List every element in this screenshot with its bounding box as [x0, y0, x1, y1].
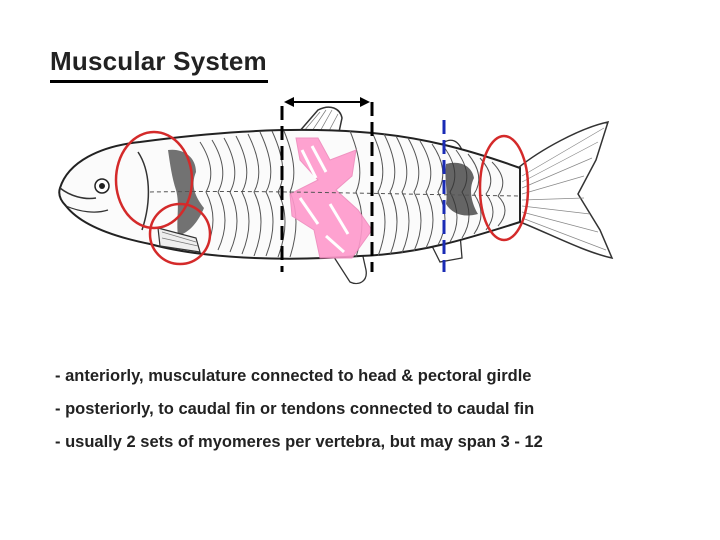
title-underline [50, 80, 268, 83]
bullet-item: - posteriorly, to caudal fin or tendons … [55, 400, 535, 418]
slide-title: Muscular System [50, 46, 267, 76]
bullet-list: - anteriorly, musculature connected to h… [55, 366, 695, 465]
span-arrow-right-head [360, 97, 370, 107]
head-attachment-circle [114, 130, 194, 230]
tail-tendon-dark-region [445, 162, 478, 216]
head-muscle-dark-region [168, 149, 204, 236]
fish-mouth [59, 187, 97, 200]
caudal-fin-rays [521, 127, 607, 251]
span-arrow-left-head [284, 97, 294, 107]
lateral-line [149, 190, 521, 197]
pectoral-girdle-circle [148, 202, 212, 266]
fish-pupil [99, 183, 105, 189]
bullet-item: - anteriorly, musculature connected to h… [55, 367, 532, 385]
fish-jaw [65, 205, 109, 213]
caudal-fin [517, 120, 614, 260]
pectoral-fin-rays [161, 231, 199, 247]
operculum [137, 151, 150, 231]
bullet-item: - usually 2 sets of myomeres per vertebr… [55, 433, 543, 451]
pelvic-fin [330, 251, 367, 285]
highlight-white-streaks [298, 145, 350, 254]
caudal-fin-circle [478, 134, 530, 242]
